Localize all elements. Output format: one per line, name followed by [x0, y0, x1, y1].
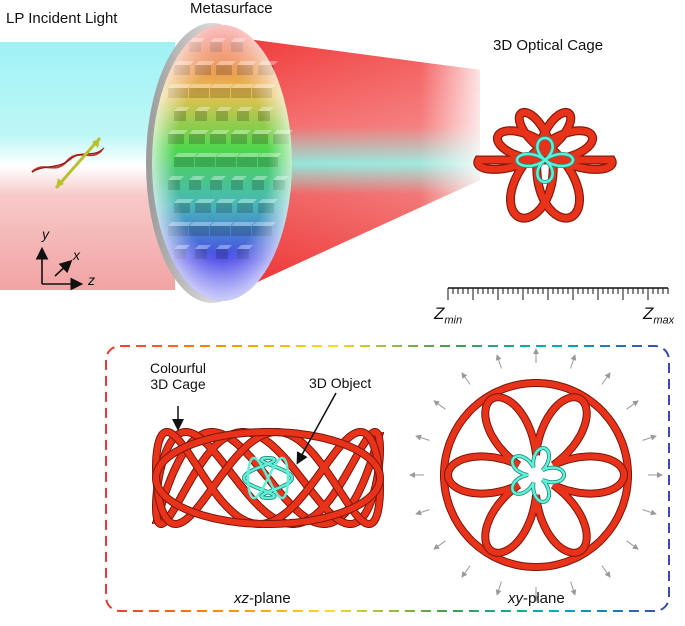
zmin-label: Zmin — [434, 304, 463, 327]
z-scale-bar — [447, 287, 669, 300]
metasurface-disc — [146, 23, 293, 303]
optical-cage-3d — [473, 107, 617, 223]
zmax-label: Zmax — [643, 304, 675, 327]
cage-xz-plane — [151, 428, 385, 528]
coordinate-axes-icon — [35, 246, 84, 291]
incident-beam — [0, 42, 175, 290]
metasurface-label: Metasurface — [190, 0, 273, 17]
axis-y-label: y — [42, 226, 49, 242]
inset-frame — [105, 345, 670, 612]
colourful-cage-label: Colourful 3D Cage — [149, 360, 207, 392]
xy-plane-label: xy-plane — [508, 590, 565, 607]
radial-force-arrows — [409, 348, 663, 602]
axis-z-label: z — [88, 272, 95, 288]
axis-x-label: x — [73, 247, 80, 263]
output-light-cone — [240, 38, 480, 290]
incident-light-label: LP Incident Light — [6, 10, 118, 27]
xz-plane-label: xz-plane — [234, 590, 291, 607]
optical-cage-label: 3D Optical Cage — [493, 37, 604, 54]
cage-xy-plane — [440, 379, 632, 571]
linear-polarization-icon — [31, 137, 105, 189]
object-callout-arrow — [296, 392, 337, 465]
object-3d-label: 3D Object — [309, 375, 372, 391]
